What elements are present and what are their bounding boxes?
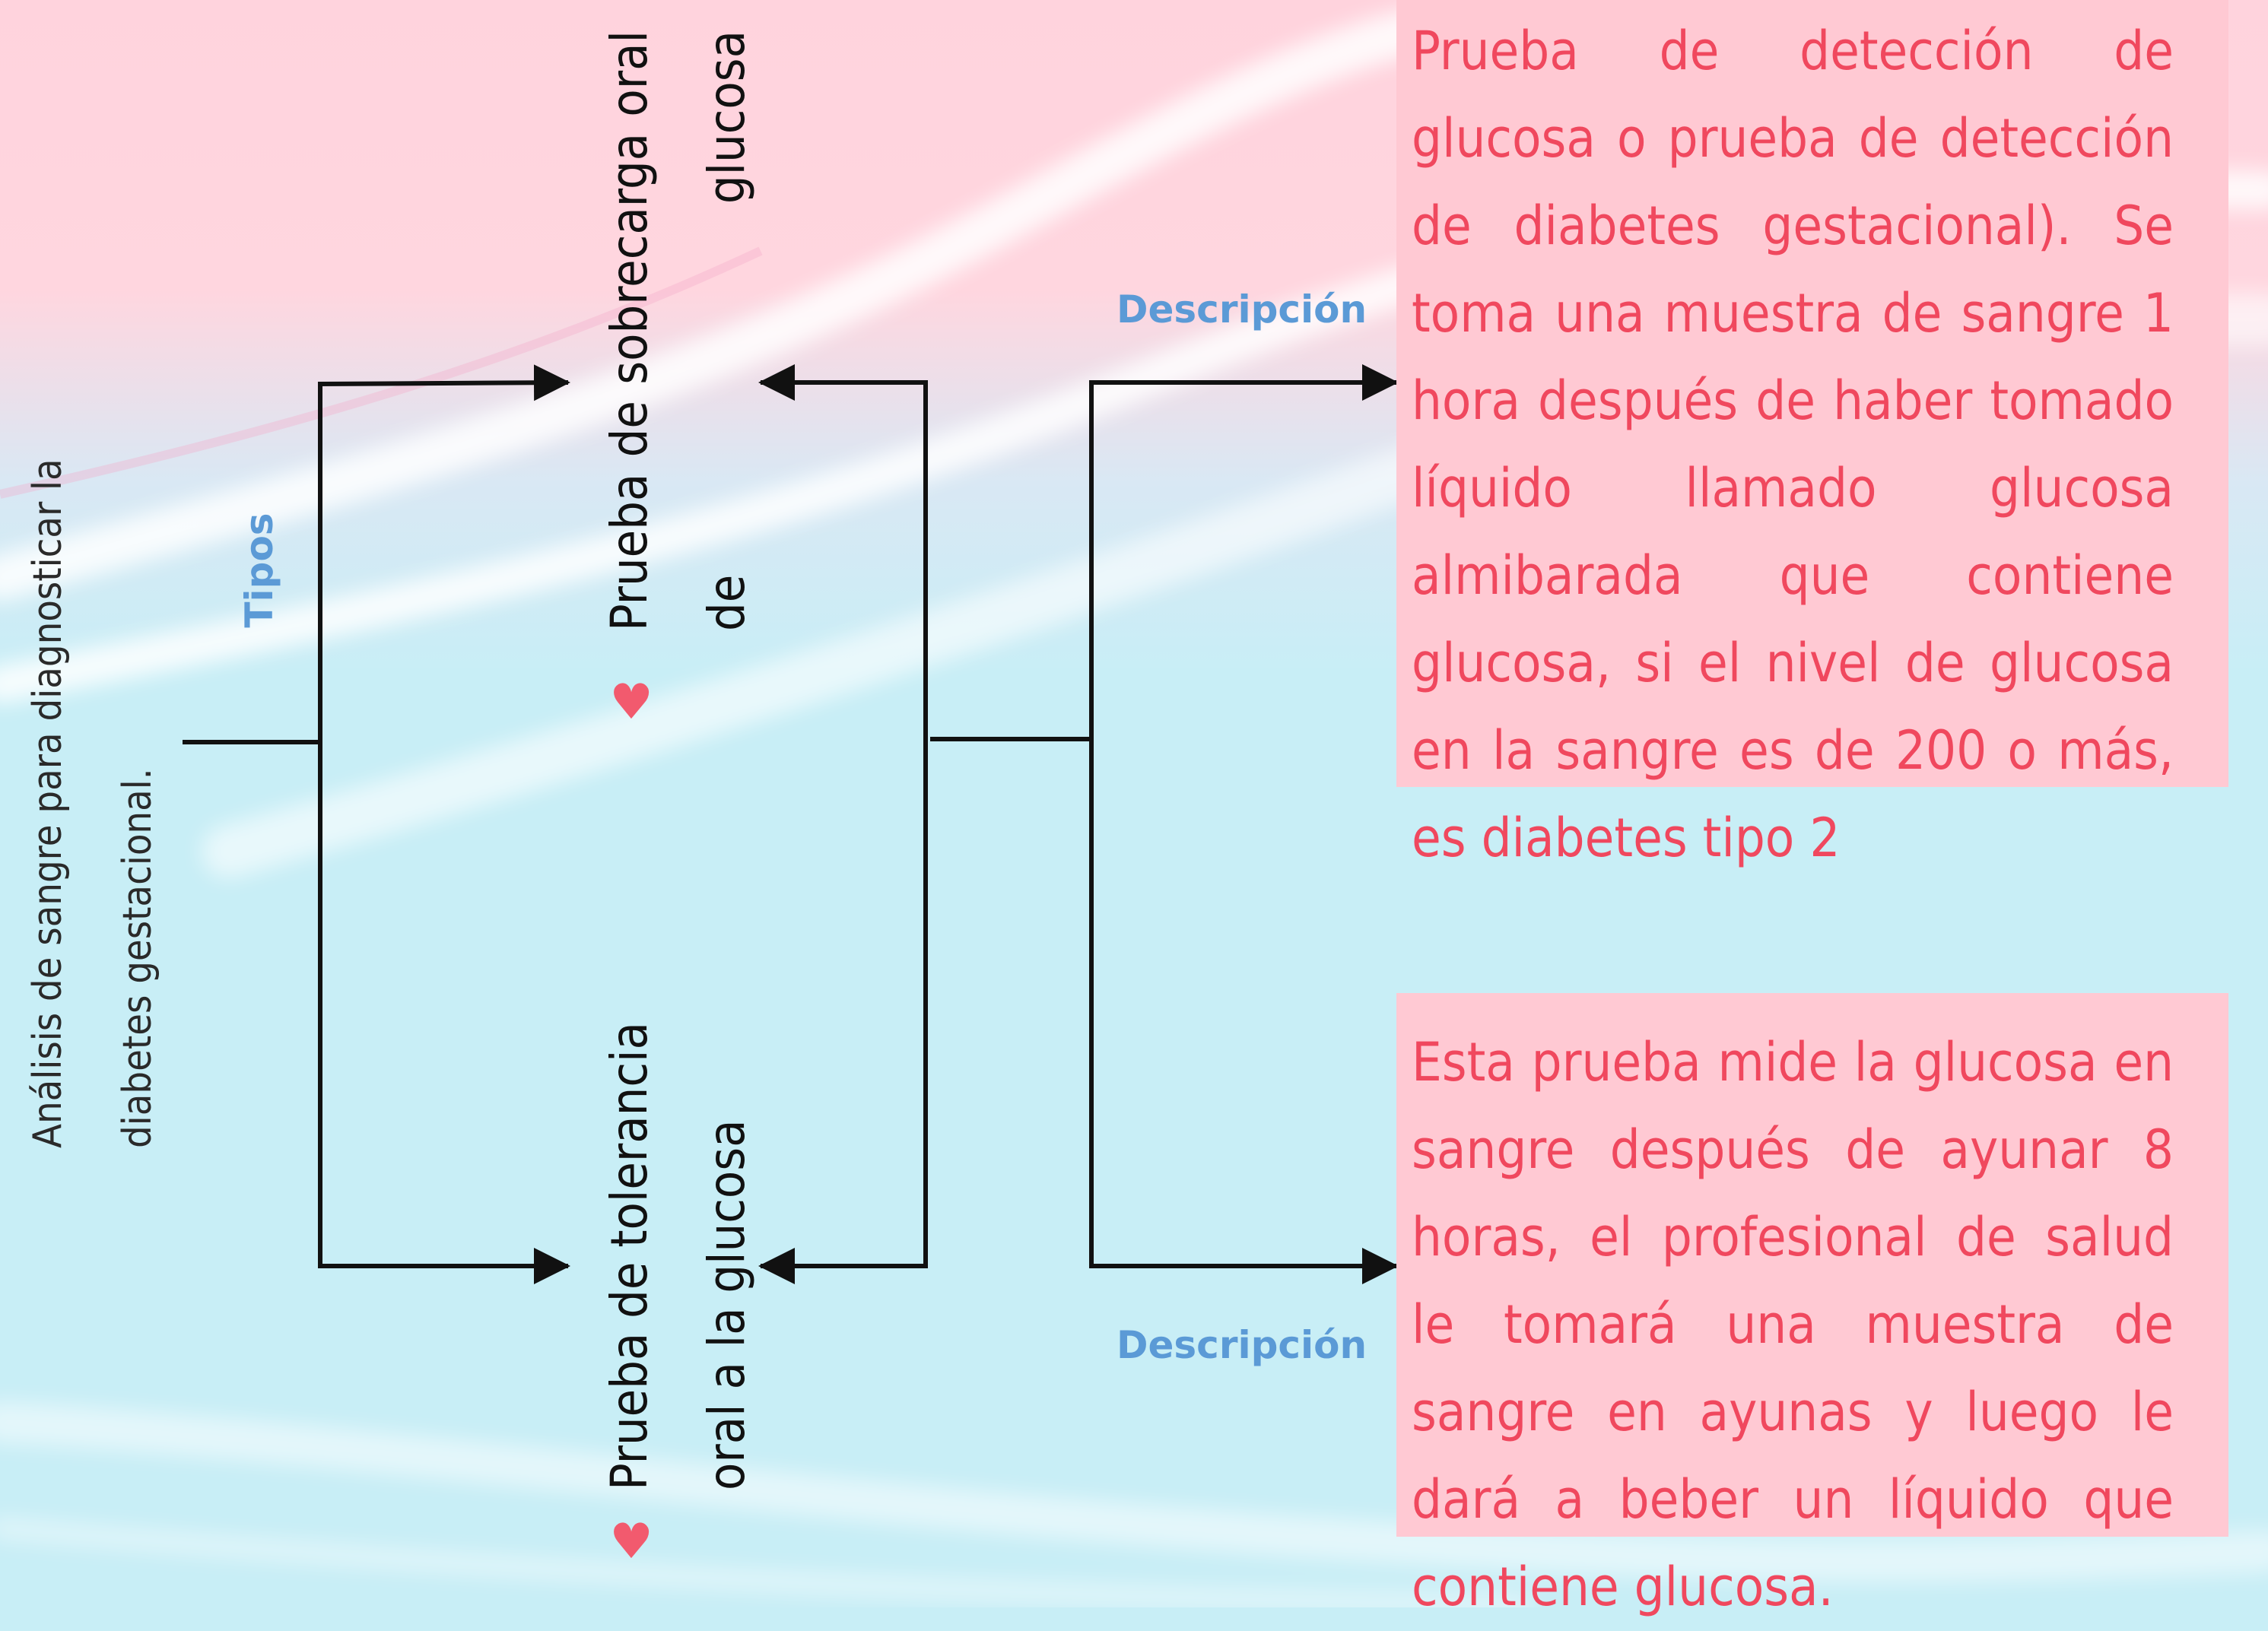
heart-icon: ♥ [609, 674, 653, 731]
type-2-label: Prueba de tolerancia oral a la glucosa [600, 1022, 756, 1490]
description-text-1: Prueba de detección de glucosa o prueba … [1412, 20, 2174, 869]
description-card-2: Esta prueba mide la glucosa en sangre de… [1396, 993, 2228, 1618]
description-text-2: Esta prueba mide la glucosa en sangre de… [1412, 1031, 2174, 1618]
arrow-to-type-1 [317, 364, 570, 401]
description-label-1: Descripción [1117, 287, 1367, 332]
types-label: Tipos [237, 512, 281, 628]
root-label: Análisis de sangre para diagnosticar la … [25, 459, 160, 1148]
description-card-1: Prueba de detección de glucosa o prueba … [1396, 0, 2228, 869]
description-label-2: Descripción [1117, 1323, 1367, 1367]
type-1-label: Prueba de sobrecarga oral de glucosa [600, 30, 756, 631]
heart-icon: ♥ [609, 1514, 653, 1570]
